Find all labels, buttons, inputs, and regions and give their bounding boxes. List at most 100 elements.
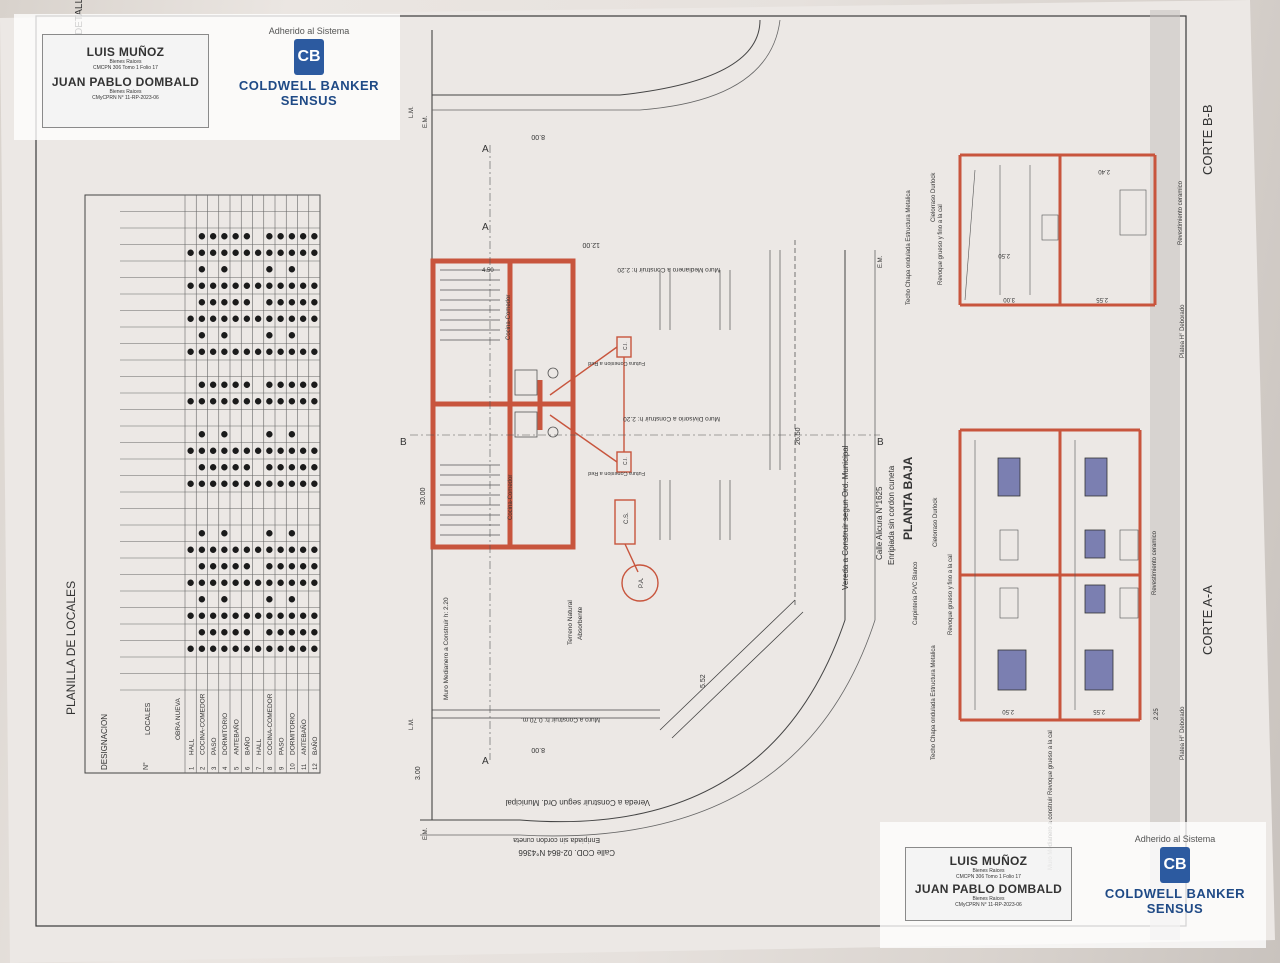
planilla-dot [232,546,239,553]
planilla-dot [187,249,194,256]
planilla-dot [198,579,206,586]
planta-baja-title: PLANTA BAJA [901,456,915,540]
street-right-2: Enripiada sin cordon cuneta [887,465,896,565]
muro-medianero-top: Muro Medianero a Construir h: 2.20 [617,266,720,273]
muro-note: Muro Medianero a construir Revoque grues… [1048,730,1054,870]
seal-name-1b: LUIS MUÑOZ [949,854,1028,868]
planilla-dot [311,249,318,256]
planilla-dot [198,233,206,240]
planilla-dot [232,233,239,240]
planilla-dot [311,563,318,570]
planilla-dot [221,233,228,240]
planilla-dot [299,282,307,289]
cb-logo-icon-2: CB [1160,847,1190,883]
pa-label: P.A. [639,577,645,588]
planilla-dot [299,546,307,553]
planilla-dot [254,480,262,487]
terreno-1: Terreno Natural [567,600,574,645]
planilla-dot [299,645,307,652]
planilla-dot [198,381,206,388]
planilla-dot [198,348,206,355]
corte-bb-title: CORTE B-B [1200,104,1215,175]
brand-block: Adherido al Sistema CB COLDWELL BANKER S… [229,26,389,108]
corte-bb-dim-300: 3.00 [1003,296,1015,302]
planilla-dot [198,645,206,652]
planilla-dot [277,299,284,306]
corte-bb-label-1: Techo Chapa ondulada Estructura Metalica [906,190,912,305]
planilla-dot [221,480,228,487]
planilla-dot [187,645,194,652]
planilla-dot [288,332,296,339]
watermark-bottom-right: LUIS MUÑOZ Bienes Raices CMCPN 306 Tomo … [880,822,1266,948]
seal-sub-2b: Bienes Raices [972,896,1005,902]
planilla-row-number: 12 [313,763,319,770]
planilla-dot [221,645,228,652]
planilla-dot [232,464,239,471]
planilla-dot [266,563,273,570]
planilla-dot [299,563,307,570]
planilla-dot [299,398,307,405]
planilla-dot [243,282,251,289]
planilla-dot [243,464,251,471]
corte-aa-label-1: Techo Chapa ondulada Estructura Metalica [931,645,937,760]
planilla-dot [209,348,217,355]
corte-aa-label-6: Platea H° Deborado [1180,706,1186,760]
cut-a-bottom: A [482,756,489,767]
planilla-dot [221,315,228,322]
planilla-dot [221,381,228,388]
planilla-row-number: 2 [201,766,207,770]
planilla-dot [209,233,217,240]
planilla-dot [277,233,284,240]
seal-sub-2: Bienes Raices [109,89,142,95]
planilla-dot [311,645,318,652]
planilla-dot [299,233,307,240]
planilla-dot [311,447,318,454]
planilla-dot [277,464,284,471]
vereda-right: Vereda a Construir segun Ord. Municipal [841,445,850,590]
planilla-dot [288,612,296,619]
planilla-dot [243,299,251,306]
obra-nueva: OBRA NUEVA [175,698,182,740]
em-label-3: E.M. [878,255,884,268]
cs-label: C.S. [624,512,630,524]
cut-a-top: A [482,144,489,155]
planilla-dot [266,299,273,306]
planilla-dot [277,249,284,256]
adherido-text-2: Adherido al Sistema [1134,834,1216,844]
planilla-dot [243,579,251,586]
corte-bb-label-3: Revoque grueso y fino a la cal [938,204,944,285]
planilla-dot [288,249,296,256]
planilla-row-label: BAÑO [243,737,252,755]
planilla-dot [277,612,284,619]
planilla-dot [221,464,228,471]
planilla-dot [232,447,239,454]
planilla-dot [299,612,307,619]
planilla-dot [311,233,318,240]
planilla-dot [243,645,251,652]
corte-aa-dim-250: 2.50 [1002,708,1014,714]
planilla-row-label: PASO [278,737,285,755]
dim-800: 8.00 [531,746,545,753]
planilla-dot [277,381,284,388]
planilla-dot [266,447,273,454]
planilla-dot [232,645,239,652]
corte-aa-dim-255: 2.55 [1093,708,1105,714]
planilla-dot [254,249,262,256]
planilla-dot [198,332,206,339]
planilla-dot [232,398,239,405]
corte-aa-label-5: Revestimiento ceramico [1152,530,1158,595]
realtor-seal: LUIS MUÑOZ Bienes Raices CMCPN 306 Tomo … [42,34,209,128]
planilla-dot [288,348,296,355]
planilla-row-number: 11 [302,763,308,770]
planilla-dot [221,579,228,586]
planilla-dot [243,563,251,570]
futura-conexion-2: Futura Conexion a Red [588,470,645,476]
planilla-dot [187,398,194,405]
planilla-dot [243,546,251,553]
planilla-dot [277,447,284,454]
planilla-dot [243,315,251,322]
planilla-dot [198,249,206,256]
planilla-dot [209,612,217,619]
planilla-dot [288,596,296,603]
